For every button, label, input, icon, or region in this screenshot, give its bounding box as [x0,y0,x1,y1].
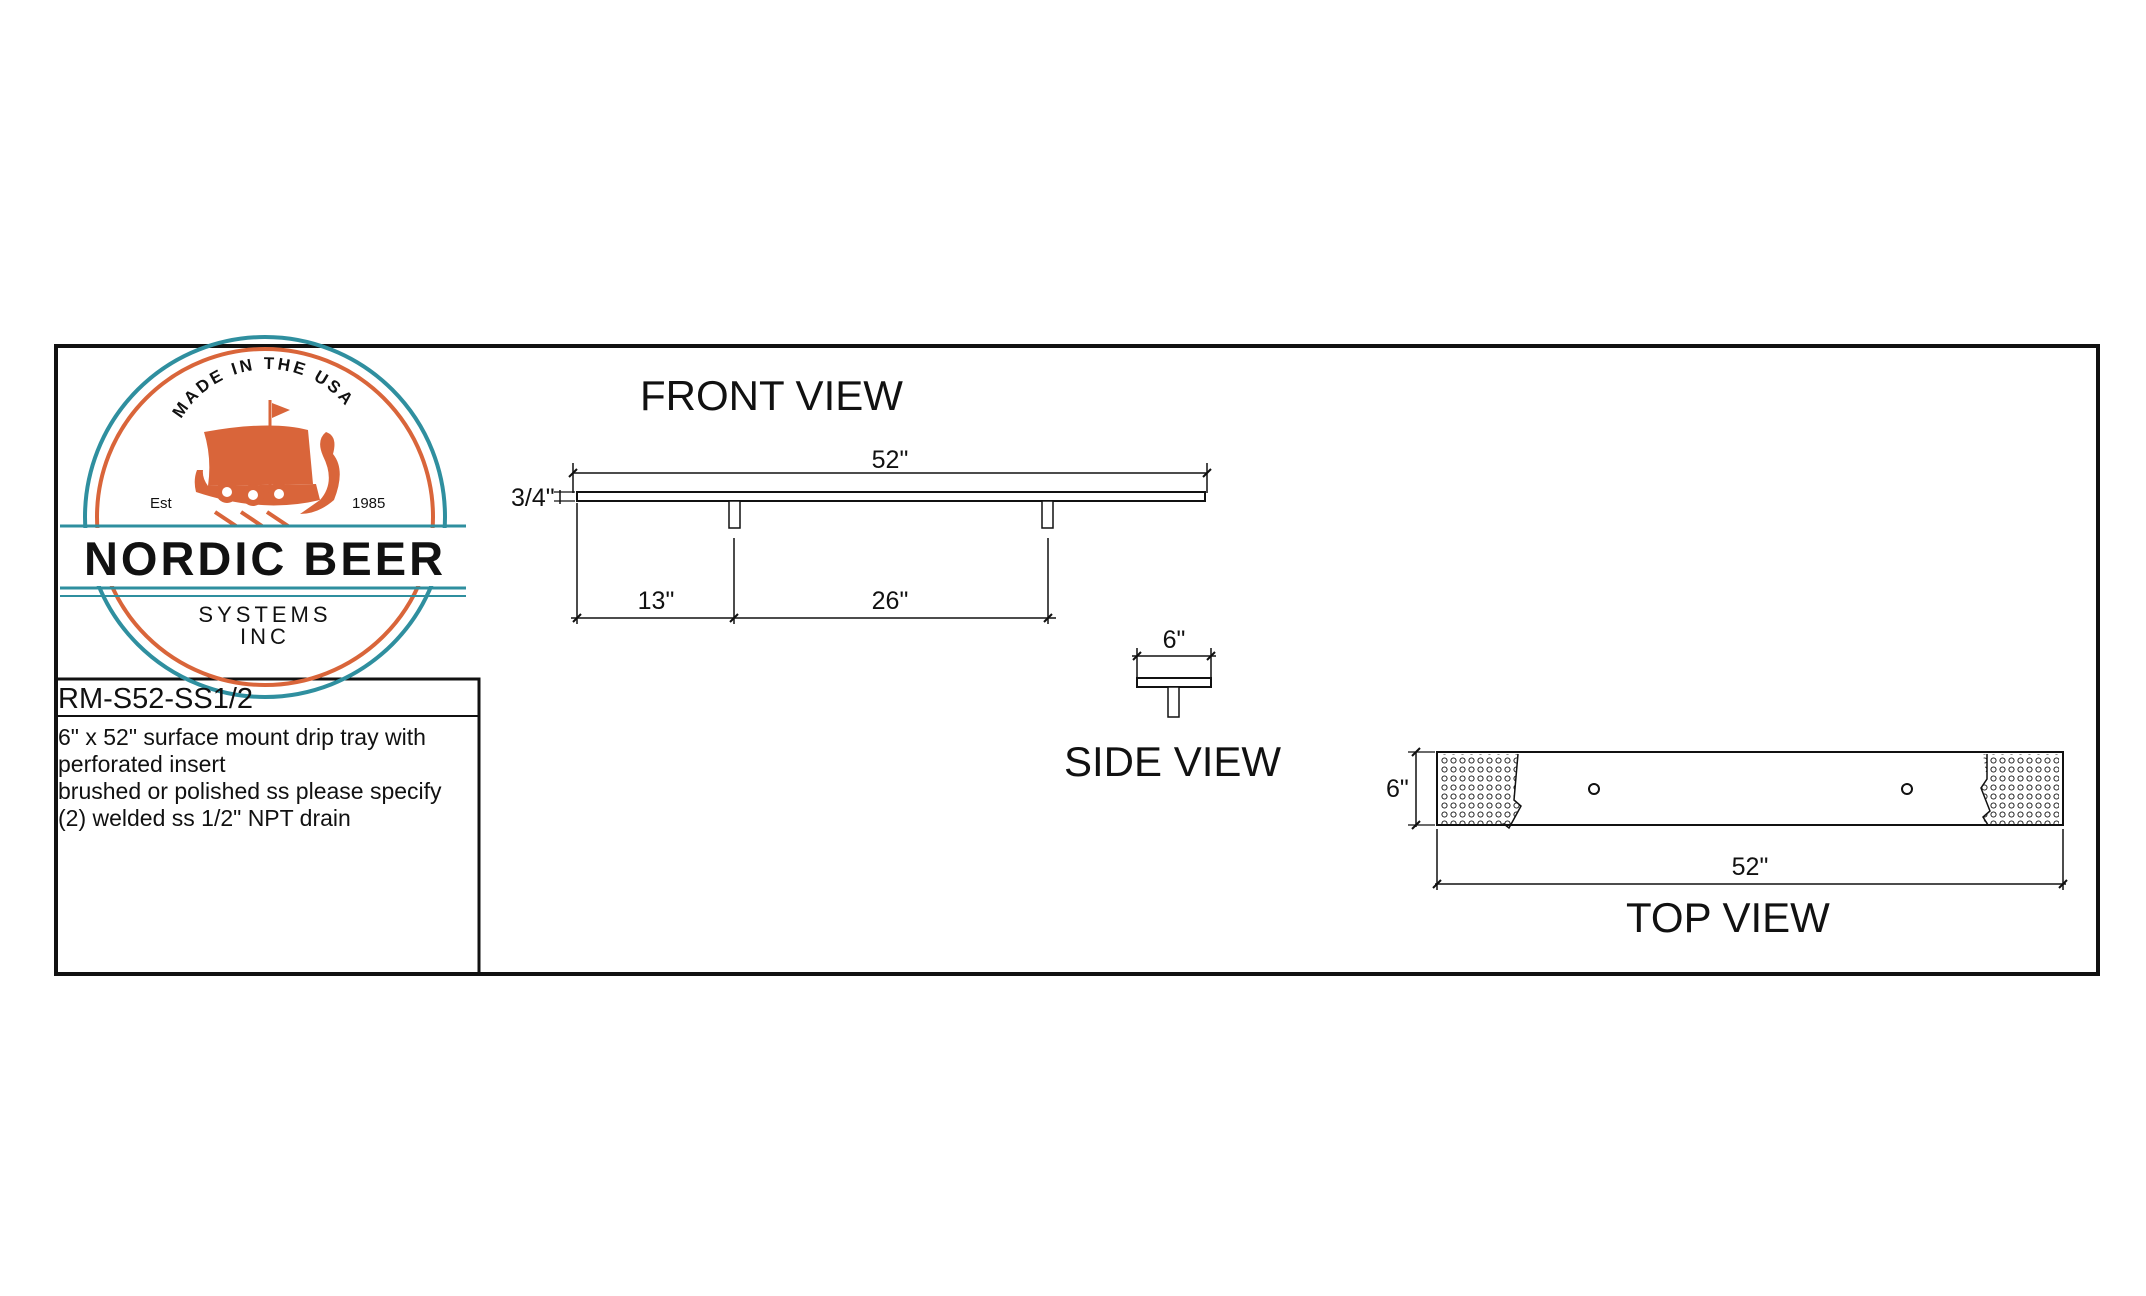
front-drain-left [728,500,741,529]
logo-band-fill [60,528,466,586]
front-offset-dim: 13" [638,587,675,615]
top-tray-outline [1436,751,2064,826]
company-logo: MADE IN THE USA Est 1985 NORDIC BEER SYS… [60,335,466,699]
top-width-dim: 6" [1386,775,1409,803]
top-drain-right [1901,783,1913,795]
front-drain-right [1041,500,1054,529]
logo-subtitle-systems: SYSTEMS [198,602,331,627]
logo-est-year: 1985 [352,495,385,512]
top-perforated-left [1441,754,1521,825]
side-tray-body [1136,677,1212,688]
logo-outer-ring [83,335,447,699]
front-spacing-dim: 26" [872,587,909,615]
spec-line-2: perforated insert [58,751,226,777]
logo-subtitle-inc: INC [240,624,290,649]
top-drain-left [1588,783,1600,795]
side-width-dim: 6" [1163,626,1186,654]
top-view-drawing: 6" 52" [1386,747,2068,890]
viking-ship-icon [194,400,340,528]
side-view-drawing: 6" [1132,626,1216,718]
spec-line-1: 6" x 52" surface mount drip tray with [58,724,426,750]
side-view-title: SIDE VIEW [1064,738,1281,785]
front-view-title: FRONT VIEW [640,372,903,419]
side-drain [1167,686,1180,718]
spec-line-3: brushed or polished ss please specify [58,778,442,804]
info-block-frame [54,677,481,976]
top-length-dim: 52" [1732,853,1769,881]
top-view-title: TOP VIEW [1626,894,1830,941]
model-number: RM-S52-SS1/2 [58,683,253,715]
front-view-drawing: 52" 3/4" 13" 26" [511,446,1212,624]
front-height-dim: 3/4" [511,484,555,512]
spec-line-4: (2) welded ss 1/2" NPT drain [58,805,351,831]
sheet-border [54,344,2100,976]
logo-inner-ring [95,347,435,687]
top-perforated-right [1981,754,2059,825]
front-tray-body [576,491,1206,502]
front-length-dim: 52" [872,446,909,474]
logo-brand-name: NORDIC BEER [84,532,446,585]
logo-est-label: Est [150,495,173,512]
